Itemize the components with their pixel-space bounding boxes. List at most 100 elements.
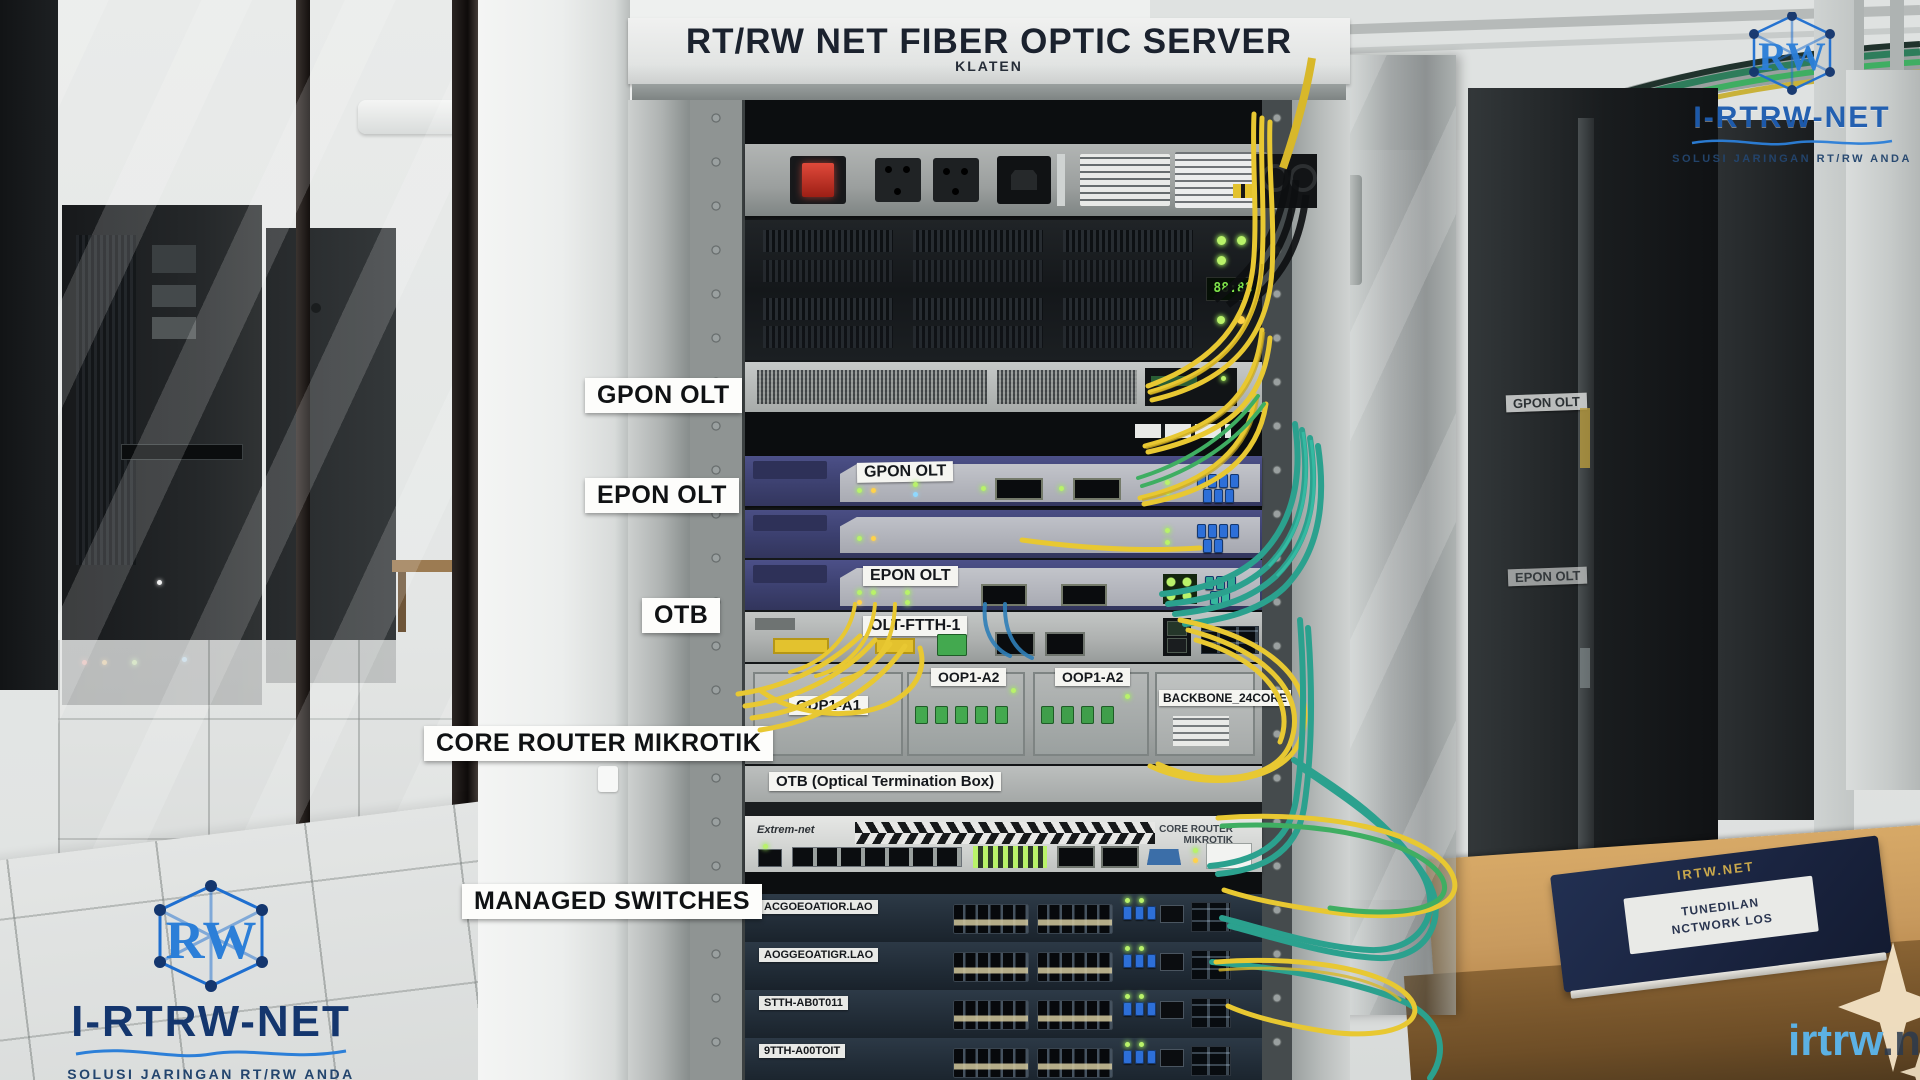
background-rack-left-a (62, 205, 262, 705)
watermark-tld: .net (1881, 1016, 1920, 1065)
mini-label-strip (1135, 424, 1231, 438)
side-label-epon-olt: EPON OLT (585, 478, 739, 513)
blank-panel-top (745, 100, 1262, 144)
switch4-label: 9TTH-A00TOIT (759, 1044, 846, 1058)
rack-rail-left (690, 100, 745, 1080)
server-mesh (745, 362, 1262, 412)
cabinet-left-panel (628, 100, 690, 1080)
logo-hexagon-graphic: RW (1749, 11, 1835, 95)
switch-4: 9TTH-A00TOIT (745, 1038, 1262, 1080)
logo-tagline: SOLUSI JARINGAN RT/RW ANDA (1672, 153, 1912, 165)
server-display: 88:88 (1207, 278, 1259, 300)
logo-top-right: RW I-RTRW-NET SOLUSI JARINGAN RT/RW ANDA (1672, 11, 1912, 165)
rack-title: RT/RW NET FIBER OPTIC SERVER (685, 22, 1293, 61)
wall-plate (598, 766, 618, 792)
router-sfp (1103, 848, 1137, 866)
side-label-managed-switches: MANAGED SWITCHES (462, 884, 763, 919)
rack-glass-door (1336, 55, 1456, 1015)
epon-olt-device: EPON OLT (745, 560, 1262, 610)
odp-module-3 (1033, 672, 1149, 756)
sc-apc-adapter (937, 634, 967, 656)
rack-interior: 88:88 GPON OLT (690, 100, 1317, 1080)
backbone-panel (1155, 672, 1255, 756)
background-rack-right-b (1718, 120, 1814, 820)
odp3-label: OOP1-A2 (1055, 668, 1131, 686)
odp-module-2 (907, 672, 1025, 756)
server-drive-bay (1145, 368, 1237, 406)
pdu-black-module (1253, 154, 1317, 208)
pdu-top (745, 144, 1317, 216)
book-label: TUNEDILAN NCTWORK LOS (1623, 875, 1819, 955)
sfp-module (1075, 480, 1119, 498)
core-router: Extrem-net CORE ROUTER MIKROTIK (745, 816, 1262, 872)
switch-3: STTH-AB0T011 (745, 990, 1262, 1038)
switch3-label: STTH-AB0T011 (759, 996, 848, 1010)
side-label-otb: OTB (642, 598, 721, 633)
router-led-grid (973, 846, 1047, 868)
switch-2: AOGGEOATIGR.LAO (745, 942, 1262, 990)
background-rack-left-b (266, 228, 396, 683)
glass-frame-bar (296, 0, 310, 1080)
odp-panel-row: ODP1-A1 OOP1-A2 OOP1-A2 (745, 664, 1292, 764)
logo-monogram: RW (165, 910, 256, 970)
background-rack-far-left (0, 0, 58, 690)
otb-strip: OTB (Optical Termination Box) (745, 766, 1262, 802)
sfp-module (1047, 634, 1083, 654)
sfp-module (1063, 586, 1105, 604)
rack-rail-right (1262, 100, 1292, 1080)
watermark-name: irtrw (1788, 1016, 1882, 1065)
router-port (759, 850, 781, 866)
olt-ftth-label: OLT-FTTH-1 (863, 616, 968, 636)
blank-panel-under-router (745, 872, 1262, 894)
gpon-olt-device: GPON OLT (745, 456, 1262, 506)
logo-wordmark: I-RTRW-NET (71, 997, 351, 1046)
router-serial-db9 (1147, 849, 1181, 865)
backbone-label: BACKBONE_24CORE (1159, 690, 1292, 706)
router-brand: Extrem-net (757, 824, 815, 836)
rack-subtitle: KLATEN (955, 58, 1023, 74)
logo-wordmark: I-RTRW-NET (1693, 101, 1891, 134)
side-label-gpon-olt: GPON OLT (585, 378, 742, 413)
router-name-line1: CORE ROUTER (1159, 824, 1233, 835)
logo-wave (75, 1049, 347, 1058)
pdu-outlet (933, 158, 979, 202)
air-conditioner (358, 100, 466, 134)
sfp-module (997, 480, 1041, 498)
server-2u: 88:88 (745, 220, 1262, 360)
background-rack-right-a: GPON OLT EPON OLT (1468, 88, 1718, 918)
rack-cabinet: RT/RW NET FIBER OPTIC SERVER KLATEN (628, 18, 1350, 1080)
warning-label-yellow (875, 638, 915, 654)
logo-bottom-left: RW I-RTRW-NET SOLUSI JARINGAN RT/RW ANDA (46, 880, 376, 1080)
logo-wave (1691, 139, 1893, 146)
side-label-core-router: CORE ROUTER MIKROTIK (424, 726, 774, 761)
router-sfp (1059, 848, 1093, 866)
otb-strip-label: OTB (Optical Termination Box) (769, 772, 1002, 791)
pdu-power-switch (790, 156, 846, 204)
logo-tagline: SOLUSI JARINGAN RT/RW ANDA (67, 1066, 355, 1080)
door-handle (1346, 175, 1362, 285)
rack-gap (745, 802, 1262, 816)
reflection-label-gpon: GPON OLT (1505, 392, 1588, 413)
rack-header-sign: RT/RW NET FIBER OPTIC SERVER KLATEN (628, 18, 1350, 84)
pdu-outlet (875, 158, 921, 202)
olt-ftth-device: OLT-FTTH-1 (745, 612, 1262, 662)
olt-device-2 (745, 510, 1262, 558)
logo-hexagon-graphic: RW (154, 880, 268, 992)
reflection-label-epon: EPON OLT (1507, 566, 1588, 587)
sfp-module (997, 634, 1033, 654)
pdu-iec-socket (997, 156, 1051, 204)
gpon-olt-label: GPON OLT (856, 461, 954, 483)
sfp-module (983, 586, 1025, 604)
odp1-label: ODP1-A1 (789, 696, 869, 715)
router-ports-rj45 (793, 848, 961, 866)
odp2-label: OOP1-A2 (931, 668, 1007, 686)
switch-1: ACGOEOATIOR.LAO (745, 894, 1262, 942)
led-block (1163, 574, 1197, 604)
router-white-label (1207, 844, 1251, 868)
cabinet-right-panel (1292, 100, 1350, 1080)
rj45-uplink (1163, 618, 1191, 656)
logo-monogram: RW (1758, 34, 1825, 79)
rack-header-base (632, 84, 1346, 100)
switch2-label: AOGGEOATIGR.LAO (759, 948, 879, 962)
